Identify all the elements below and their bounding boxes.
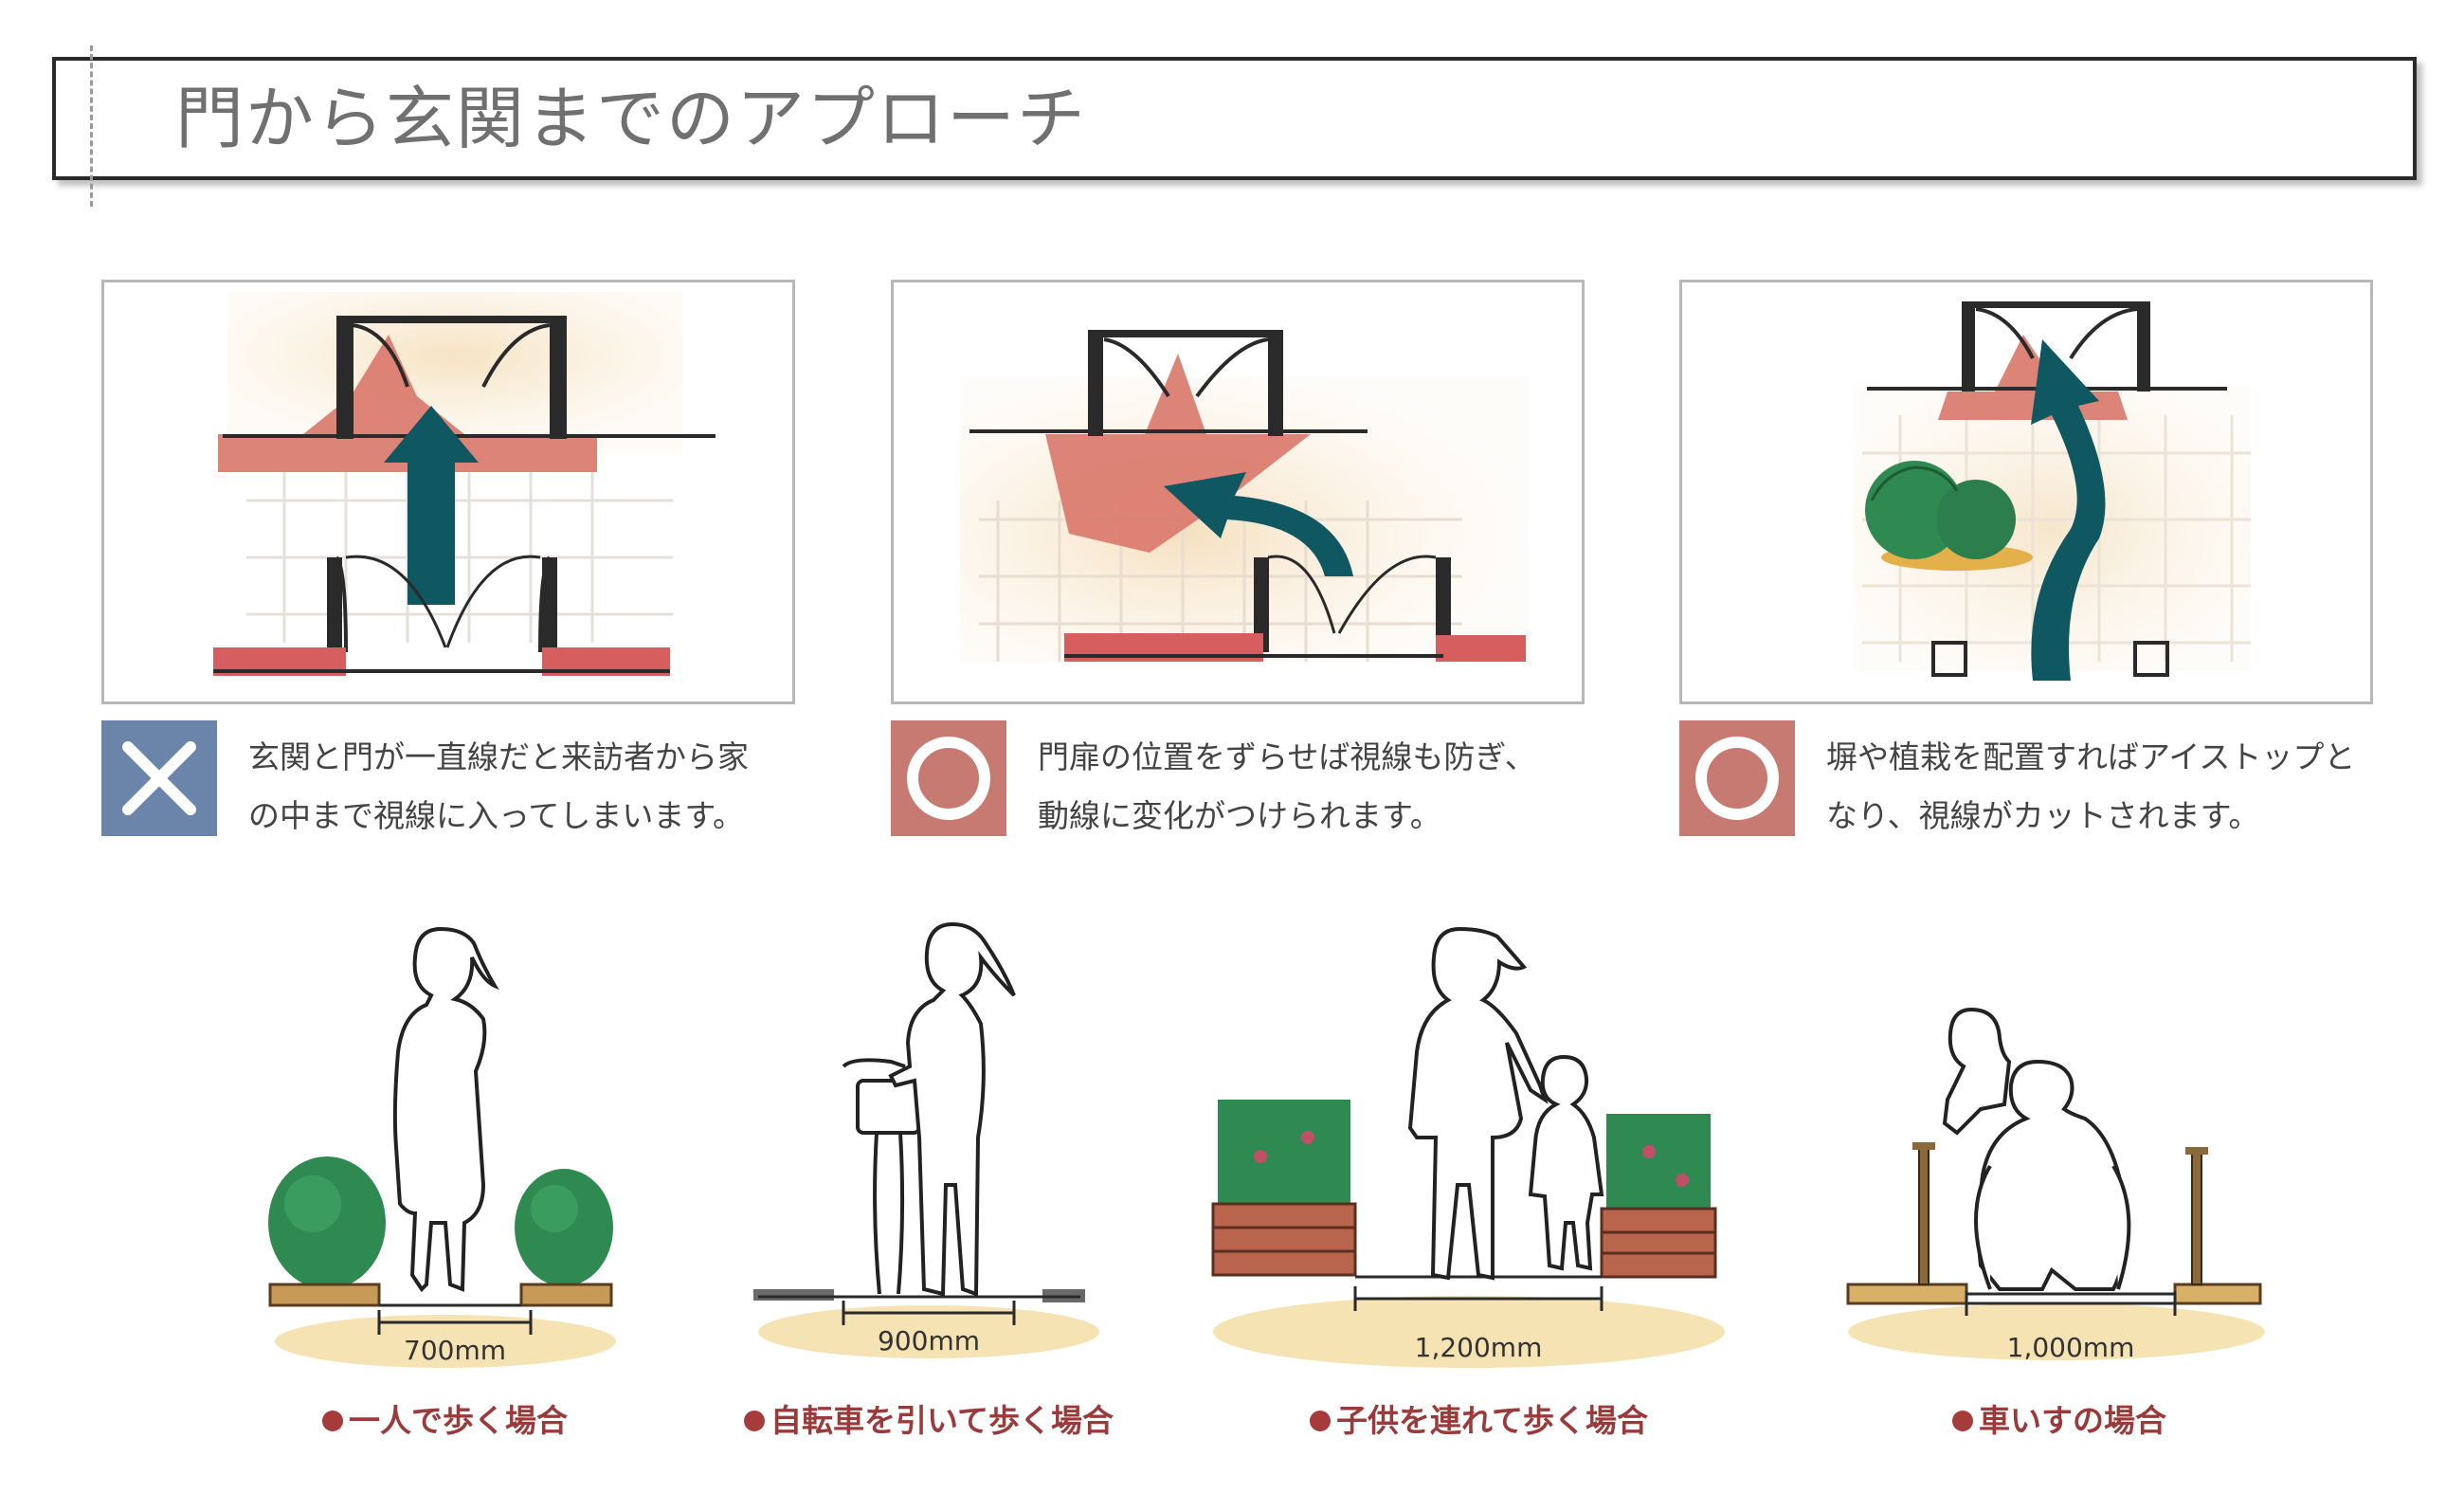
curb-right xyxy=(2173,1283,2262,1305)
title-dash-line xyxy=(90,46,93,207)
circle-icon xyxy=(1679,720,1795,836)
curb-left xyxy=(1846,1283,1968,1305)
adult-silhouette xyxy=(1407,926,1549,1281)
figure-label: 子供を連れて歩く場合 xyxy=(1336,1402,1649,1439)
plan-diagram-straight xyxy=(213,292,716,676)
planter-right xyxy=(1600,1114,1717,1279)
plan-caption-2: 門扉の位置をずらせば視線も防ぎ、 動線に変化がつけられます。 xyxy=(1038,728,1578,846)
figure-walking-alone: 700mm xyxy=(256,901,635,1393)
bicycle-silhouette xyxy=(842,1058,921,1295)
caption-bicycle: 自転車を引いて歩く場合 xyxy=(744,1395,1114,1441)
caption-line: 塀や植栽を配置すればアイストップと xyxy=(1826,738,2356,775)
caption-with-child: 子供を連れて歩く場合 xyxy=(1310,1395,1648,1441)
gate-wall-right xyxy=(1436,635,1526,662)
shrub-right xyxy=(515,1169,613,1286)
curb-left xyxy=(268,1283,381,1307)
entrance-step xyxy=(1045,354,1311,553)
curb-right xyxy=(519,1283,613,1307)
sightline-arrow xyxy=(384,406,479,605)
dimension-label: 900mm xyxy=(878,1325,980,1356)
wheelchair-illustration xyxy=(1846,1007,2265,1360)
caption-line: 門扉の位置をずらせば視線も防ぎ、 xyxy=(1038,738,1536,775)
title-box xyxy=(52,57,2417,180)
bollard-left xyxy=(1918,1146,1930,1285)
person-silhouette xyxy=(888,921,1016,1297)
sightline-arrow xyxy=(2031,339,2106,681)
caption-walking-alone: 一人で歩く場合 xyxy=(322,1395,568,1441)
ok-mark xyxy=(1679,720,1795,836)
person-silhouette xyxy=(392,926,499,1293)
bullet-dot-icon xyxy=(1310,1411,1331,1431)
caption-line: 動線に変化がつけられます。 xyxy=(1038,797,1441,834)
ground-wash xyxy=(1848,1303,2265,1360)
plan-caption-3: 塀や植栽を配置すればアイストップと なり、視線がカットされます。 xyxy=(1826,728,2366,846)
child-silhouette xyxy=(1528,1054,1604,1271)
gate-post-right xyxy=(2133,641,2169,677)
shrub-left xyxy=(268,1156,386,1289)
plan-diagram-offset xyxy=(960,330,1529,662)
bullet-dot-icon xyxy=(322,1411,343,1431)
caption-line: 玄関と門が一直線だと来訪者から家 xyxy=(248,738,749,775)
figure-label: 一人で歩く場合 xyxy=(349,1402,568,1439)
bullet-dot-icon xyxy=(744,1411,765,1431)
circle-icon xyxy=(891,720,1006,836)
ground-wash xyxy=(1213,1296,1725,1368)
plan-caption-1: 玄関と門が一直線だと来訪者から家 の中まで視線に入ってしまいます。 xyxy=(248,728,788,846)
caption-line: なり、視線がカットされます。 xyxy=(1826,797,2260,834)
gate-post-left xyxy=(1931,641,1967,677)
helper-silhouette xyxy=(1942,1007,2012,1136)
walking-alone-illustration xyxy=(268,926,616,1368)
figure-wheelchair: 1,000mm xyxy=(1839,967,2274,1393)
figure-bicycle: 900mm xyxy=(739,901,1118,1393)
dimension-label: 1,000mm xyxy=(2006,1332,2135,1363)
plan-diagram-screen xyxy=(1853,301,2251,681)
with-child-illustration xyxy=(1211,926,1725,1368)
caption-wheelchair: 車いすの場合 xyxy=(1952,1395,2166,1441)
plan-panel-screen xyxy=(1679,280,2373,704)
plan-panel-offset xyxy=(891,280,1585,704)
wheelchair-silhouette xyxy=(1974,1059,2131,1291)
plan-panel-straight xyxy=(101,280,795,704)
planter-left xyxy=(1211,1100,1357,1277)
bullet-dot-icon xyxy=(1952,1411,1973,1431)
dimension-label: 700mm xyxy=(404,1335,506,1366)
bicycle-illustration xyxy=(753,921,1099,1358)
figure-label: 車いすの場合 xyxy=(1979,1402,2166,1439)
caption-line: の中まで視線に入ってしまいます。 xyxy=(248,797,745,834)
sightline-arrow xyxy=(1164,472,1353,576)
page-title: 門から玄関までのアプローチ xyxy=(175,79,1088,158)
dimension-label: 1,200mm xyxy=(1414,1332,1543,1363)
ng-mark xyxy=(101,720,217,836)
planting-bed xyxy=(1865,461,2033,571)
ok-mark xyxy=(891,720,1006,836)
bollard-right xyxy=(2191,1151,2202,1285)
cross-icon xyxy=(101,720,217,836)
curb-left xyxy=(753,1289,834,1301)
figure-with-child: 1,200mm xyxy=(1204,901,1734,1393)
figure-label: 自転車を引いて歩く場合 xyxy=(770,1402,1114,1439)
